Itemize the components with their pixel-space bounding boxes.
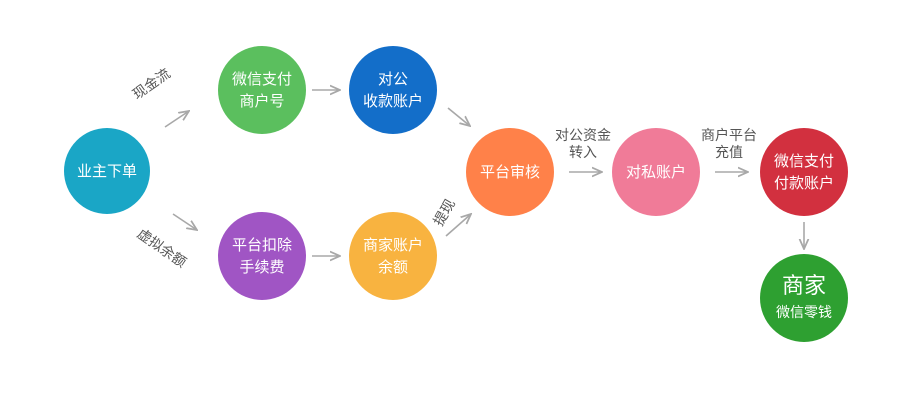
- arrow-order-to-platform-fee: [172, 213, 197, 230]
- arrow-order-to-wechat-merchant: [164, 111, 189, 128]
- arrow-public-collect-to-review: [447, 107, 470, 126]
- node-platform-fee: 平台扣除 手续费: [218, 212, 306, 300]
- node-public-collect-line-1: 对公: [377, 70, 408, 88]
- node-public-collect: 对公 收款账户: [349, 46, 437, 134]
- node-public-collect-line-2: 收款账户: [362, 92, 423, 110]
- label-public-funds-line-2: 转入: [569, 145, 597, 161]
- node-wechat-merchant-line-1: 微信支付: [231, 70, 292, 88]
- node-merchant-balance-line-1: 商家账户: [362, 236, 423, 254]
- node-merchant-wallet-line-2: 微信零钱: [776, 305, 832, 321]
- node-order: 业主下单: [64, 128, 150, 214]
- node-platform-fee-line-1: 平台扣除: [231, 236, 292, 254]
- label-merchant-topup-line-2: 充值: [715, 145, 743, 161]
- node-merchant-balance-line-2: 余额: [377, 258, 408, 276]
- label-public-funds: 对公资金 转入: [548, 128, 618, 162]
- node-merchant-wallet-line-1: 商家: [781, 274, 826, 299]
- node-private-account: 对私账户: [612, 128, 700, 216]
- node-platform-review-line-1: 平台审核: [479, 163, 540, 181]
- label-public-funds-line-1: 对公资金: [555, 128, 611, 144]
- node-private-account-line-1: 对私账户: [625, 163, 686, 181]
- node-merchant-wallet: 商家 微信零钱: [760, 254, 848, 342]
- node-wechat-merchant: 微信支付 商户号: [218, 46, 306, 134]
- label-merchant-topup-line-1: 商户平台: [701, 128, 757, 144]
- node-wechat-pay-account-line-1: 微信支付: [773, 152, 834, 170]
- node-order-line-1: 业主下单: [76, 162, 137, 180]
- node-wechat-merchant-line-2: 商户号: [239, 92, 285, 110]
- node-platform-review: 平台审核: [466, 128, 554, 216]
- arrow-balance-to-review: [445, 214, 471, 237]
- node-wechat-pay-account: 微信支付 付款账户: [760, 128, 848, 216]
- label-merchant-topup: 商户平台 充值: [694, 128, 764, 162]
- node-wechat-pay-account-line-2: 付款账户: [773, 174, 834, 192]
- node-merchant-balance: 商家账户 余额: [349, 212, 437, 300]
- node-platform-fee-line-2: 手续费: [239, 258, 285, 276]
